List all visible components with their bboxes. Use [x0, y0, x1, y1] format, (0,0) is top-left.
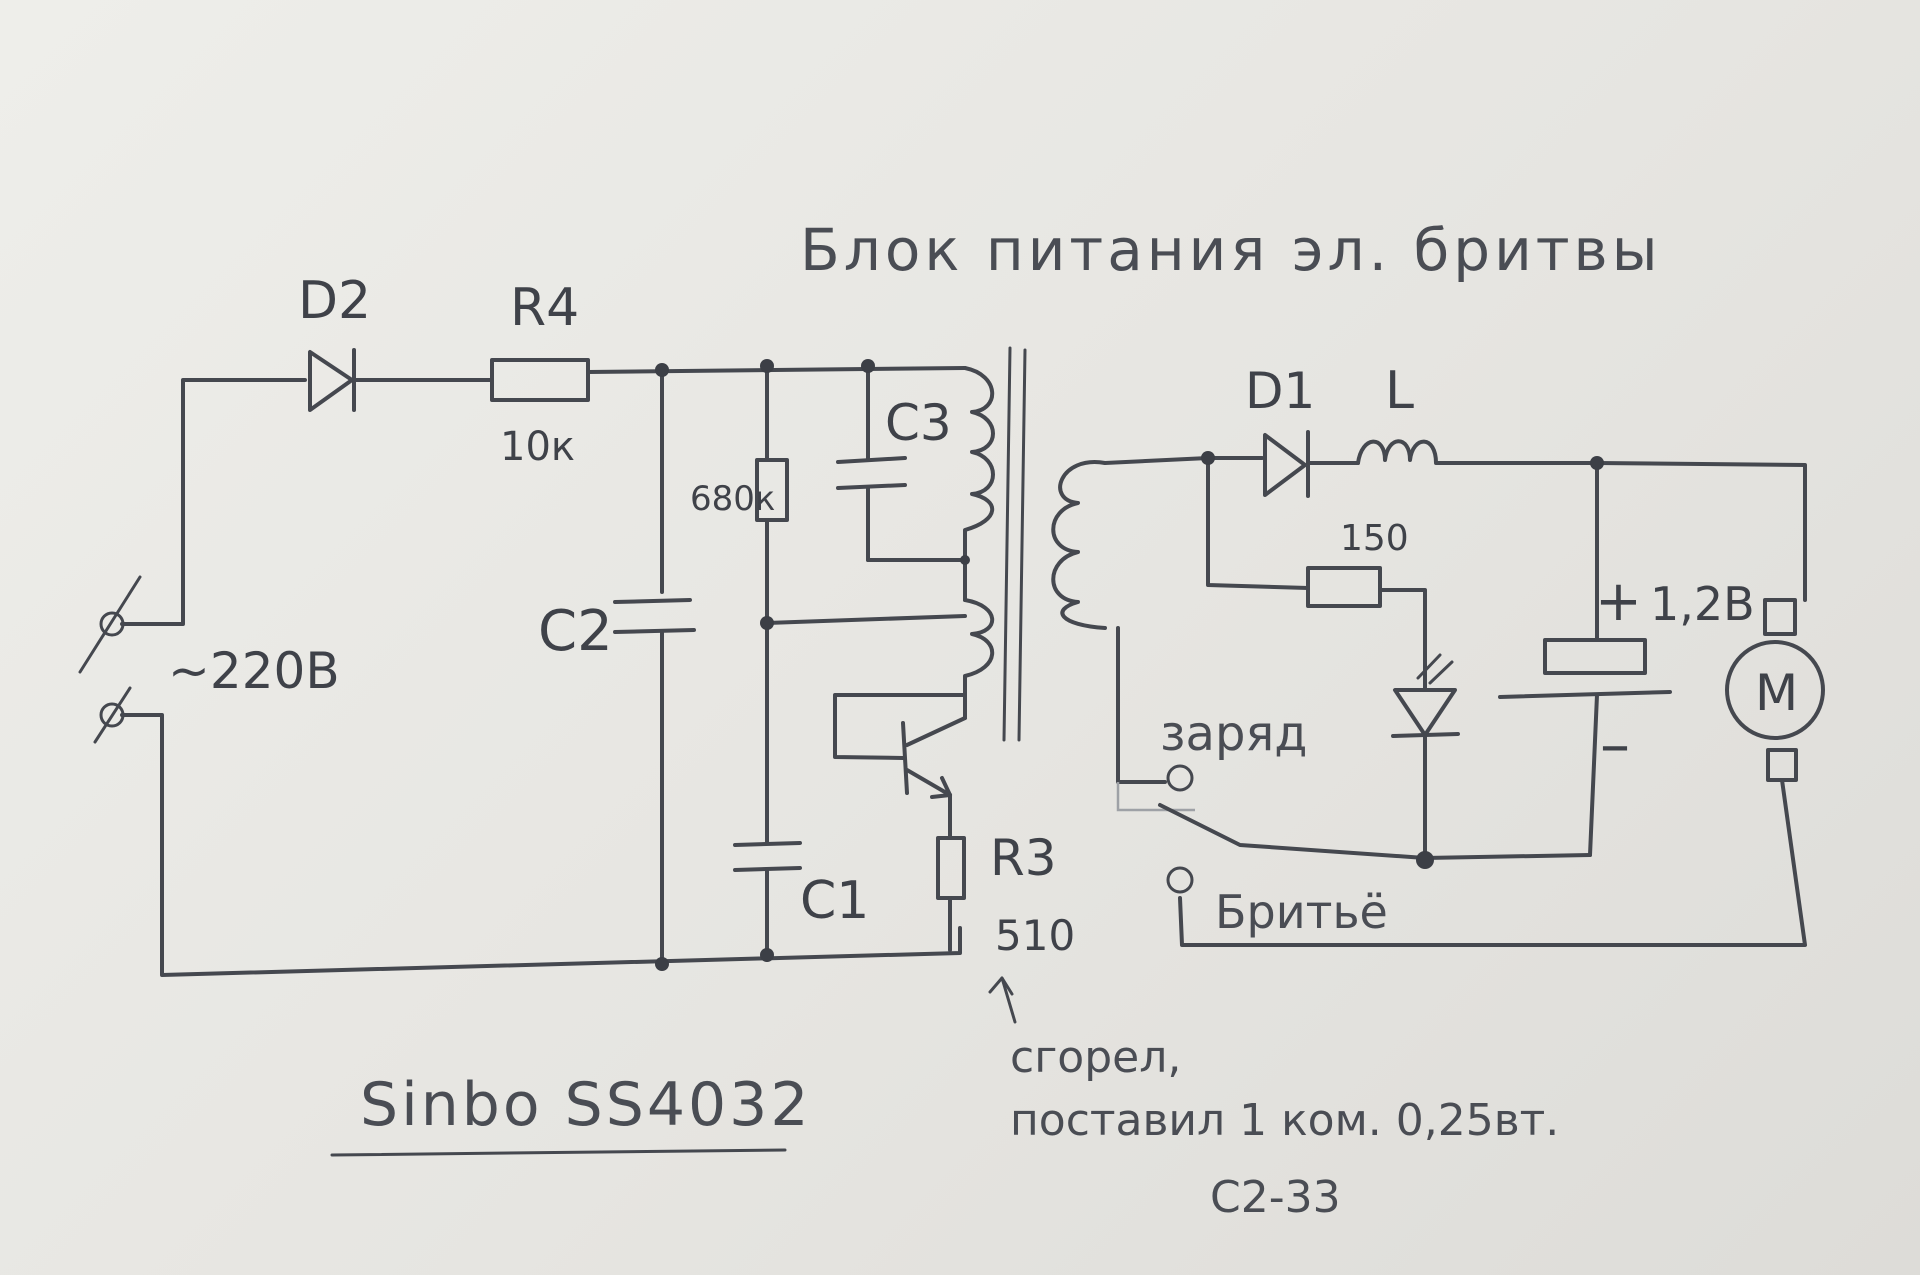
diode-d1	[1263, 430, 1310, 498]
resistor-680k	[755, 458, 789, 522]
c1-label: C1	[800, 871, 869, 931]
junction-dots	[655, 359, 1604, 971]
motor	[1725, 640, 1825, 740]
diode-d2	[308, 348, 356, 412]
mains-terminals	[78, 575, 142, 744]
inductor-l	[1356, 439, 1442, 465]
l-label: L	[1385, 361, 1414, 421]
model-underline	[330, 1148, 787, 1157]
transformer-feedback	[963, 598, 995, 720]
c3-label: C3	[885, 394, 952, 452]
note-line-2: поставил 1 ком. 0,25вт.	[1010, 1095, 1559, 1146]
motor-brush-top	[1763, 598, 1797, 636]
mode-switch[interactable]	[1158, 764, 1592, 894]
note-arrow	[988, 976, 1017, 1024]
resistor-r4	[490, 358, 590, 402]
schematic-title: Блок питания эл. бритвы	[800, 216, 1662, 284]
resistor-r3	[936, 836, 966, 900]
wire-live	[120, 378, 307, 626]
r680-value: 680к	[690, 479, 775, 519]
motor-label: M	[1755, 664, 1798, 722]
transistor	[833, 693, 967, 799]
note-line-1: сгорел,	[1010, 1032, 1181, 1083]
switch-charge-label: заряд	[1160, 706, 1307, 762]
resistor-150	[1306, 566, 1382, 608]
capacitor-c2	[613, 598, 696, 634]
battery-plus: +	[1595, 569, 1642, 634]
wire-top-rail	[586, 366, 967, 374]
battery	[1498, 638, 1672, 699]
transformer-primary	[963, 366, 995, 562]
d1-label: D1	[1245, 362, 1315, 420]
r4-label: R4	[510, 278, 579, 338]
capacitor-c3	[836, 456, 907, 490]
model-label: Sinbo SS4032	[360, 1070, 812, 1140]
capacitor-c1	[733, 841, 802, 872]
switch-contact-shave[interactable]	[1166, 866, 1194, 894]
r3-value: 510	[995, 911, 1075, 960]
note-line-3: С2-33	[1210, 1172, 1341, 1223]
transformer-secondary	[1051, 460, 1107, 630]
wire-bottom-rail	[120, 713, 962, 977]
mains-voltage-label: ~220В	[168, 642, 340, 700]
switch-shave-label: Бритьё	[1215, 885, 1388, 939]
motor-brush-bottom	[1766, 748, 1798, 782]
switch-contact-charge[interactable]	[1166, 764, 1194, 792]
battery-voltage: 1,2В	[1650, 577, 1755, 631]
r3-label: R3	[990, 829, 1057, 887]
d2-label: D2	[298, 271, 371, 331]
r150-value: 150	[1340, 518, 1409, 559]
r4-value: 10к	[500, 424, 575, 470]
c2-label: C2	[538, 599, 613, 664]
battery-minus: –	[1600, 710, 1630, 780]
transformer-core	[1002, 346, 1027, 742]
